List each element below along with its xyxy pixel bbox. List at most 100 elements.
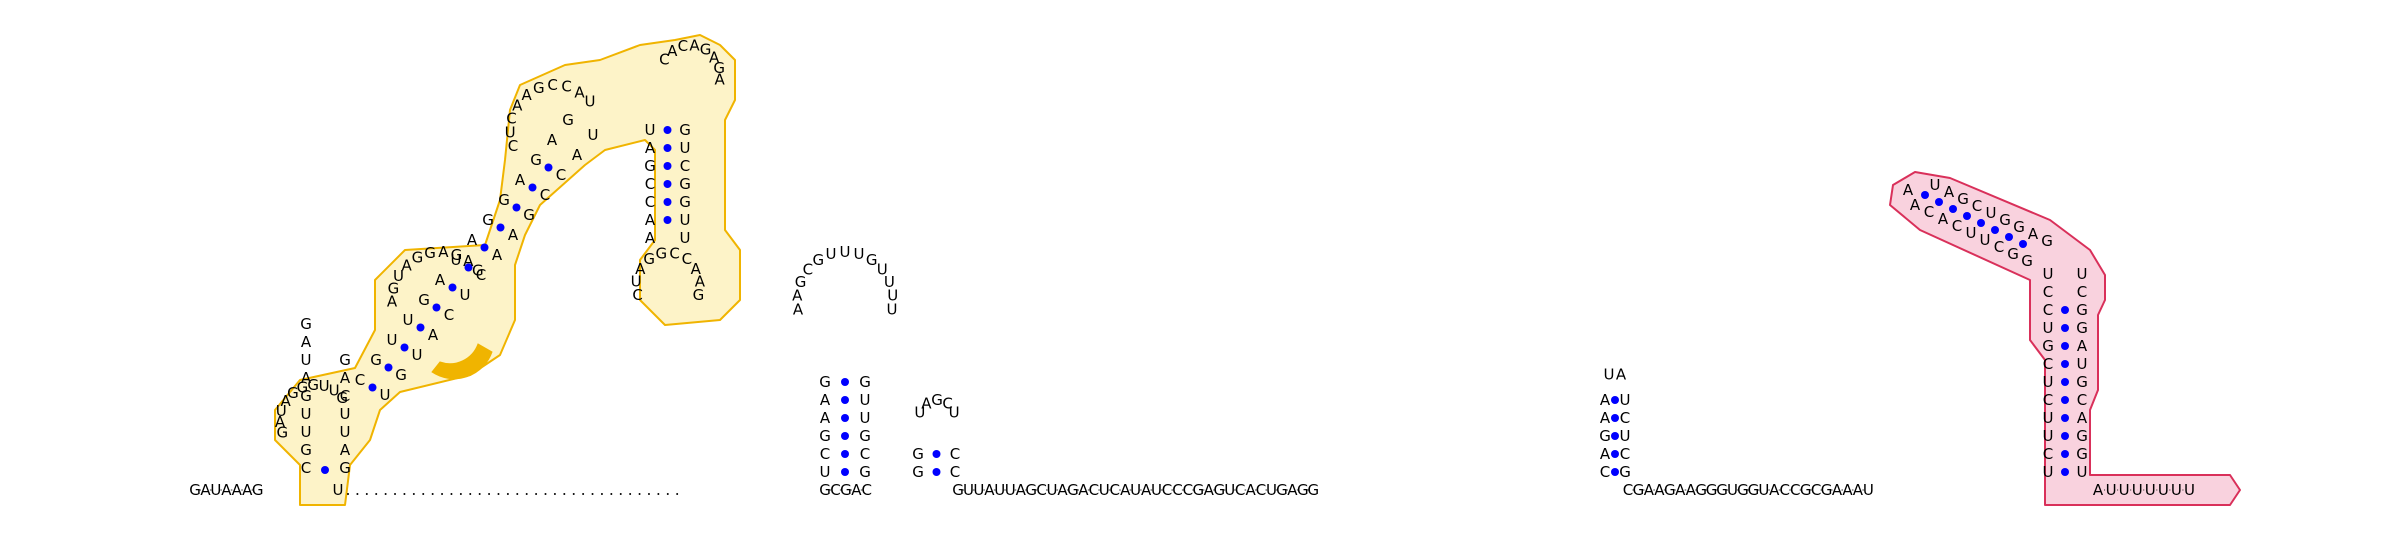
nucleotide-hairpin-2: U [914,403,925,421]
nucleotide-pink: C [2043,355,2053,373]
base-pair-dot [841,414,849,422]
nucleotide-orange: U [387,331,398,349]
nucleotide-hairpin-2: C [942,394,952,412]
nucleotide-orange: G [307,376,319,394]
base-pair-dot [1963,212,1971,220]
nucleotide-pink: C [2043,445,2053,463]
nucleotide: A [1686,481,1697,499]
nucleotide-pink: A [2077,337,2088,355]
nucleotide-hairpin-3: U [1620,391,1631,409]
nucleotide: A [1120,481,1131,499]
nucleotide-orange: G [287,384,299,402]
nucleotide-orange: G [297,378,309,396]
nucleotide-orange: U [460,286,471,304]
nucleotide: C [1790,481,1800,499]
nucleotide-orange: G [533,79,545,97]
nucleotide-hairpin-2: G [912,463,924,481]
nucleotide-orange: G [530,151,542,169]
nucleotide: U [1130,481,1141,499]
nucleotide-hairpin-1: G [866,251,878,269]
nucleotide-pink: G [1999,211,2011,229]
nucleotide-pink: G [1957,190,1969,208]
base-pair-dot [2061,450,2069,458]
base-pair-dot [663,126,672,134]
nucleotide-orange: U [680,229,691,247]
nucleotide-orange: U [393,267,404,285]
nucleotide-orange: G [523,206,535,224]
unresolved-position [441,493,444,495]
nucleotide-pink: G [2076,445,2088,463]
nucleotide-orange: A [508,226,519,244]
nucleotide-orange: G [713,59,725,77]
nucleotide-orange: A [467,231,478,249]
nucleotide-hairpin-3: C [1620,409,1630,427]
nucleotide: C [1110,481,1120,499]
nucleotide-orange: A [438,243,449,261]
nucleotide-hairpin-1: U [826,245,837,263]
nucleotide-3prime: U [2106,481,2117,499]
nucleotide: G [1706,481,1718,499]
nucleotide: C [1172,481,1182,499]
nucleotide: G [952,481,964,499]
nucleotide-hairpin-1: A [792,286,803,304]
unresolved-position [450,493,453,495]
nucleotide-orange: G [388,279,400,297]
nucleotide-orange: G [370,351,382,369]
nucleotide-hairpin-3: A [1600,409,1611,427]
nucleotide: G [1307,481,1319,499]
nucleotide-pink: U [2077,355,2088,373]
nucleotide-orange: A [695,273,706,291]
nucleotide-hairpin-1: C [860,445,870,463]
nucleotide-orange: G [472,261,484,279]
nucleotide-pink: U [2077,265,2088,283]
unresolved-position [582,493,585,495]
base-pair-dot [400,343,409,352]
nucleotide-orange: G [644,157,656,175]
nucleotide-orange: U [340,405,351,423]
nucleotide: A [1675,481,1686,499]
base-pair-dot [321,466,329,474]
unresolved-position [553,493,556,495]
nucleotide: A [1078,481,1089,499]
nucleotide-orange: A [645,139,656,157]
nucleotide-hairpin-3: A [1600,391,1611,409]
base-pair-dot [663,144,672,152]
nucleotide-pink: U [2043,319,2054,337]
nucleotide-orange: U [340,423,351,441]
nucleotide-orange: A [340,441,351,459]
nucleotide: A [1057,481,1068,499]
nucleotide-orange: C [659,50,669,68]
nucleotide-hairpin-3: U [1604,366,1615,384]
nucleotide-orange: A [512,96,523,114]
nucleotide: C [1235,481,1245,499]
nucleotide-hairpin-1: G [795,273,807,291]
orange-domain-outline [274,34,741,506]
nucleotide: C [1036,481,1046,499]
base-pair-dot [512,203,521,212]
unresolved-position [431,493,434,495]
nucleotide-orange: U [451,251,462,269]
unresolved-position [638,493,641,495]
nucleotide-orange: G [300,441,312,459]
base-pair-dot [841,396,849,404]
nucleotide: A [1769,481,1780,499]
unresolved-position [394,493,397,495]
nucleotide: C [1811,481,1821,499]
base-pair-dot [2019,240,2027,248]
base-pair-dot [448,283,457,292]
unresolved-position [497,493,500,495]
base-pair-dot [480,243,489,252]
unresolved-position [676,493,679,495]
nucleotide-orange: A [301,333,312,351]
nucleotide-hairpin-1: C [803,261,813,279]
nucleotide-hairpin-1: A [793,301,804,319]
nucleotide-3prime: A [2093,481,2104,499]
nucleotide-hairpin-1: U [853,245,864,263]
nucleotide-orange: G [693,286,705,304]
nucleotide-pink: U [2043,427,2054,445]
nucleotide-orange: A [340,369,351,387]
nucleotide-pink: C [2077,283,2087,301]
base-pair-dot [368,383,377,392]
nucleotide-orange: C [340,387,350,405]
nucleotide: G [1067,481,1079,499]
